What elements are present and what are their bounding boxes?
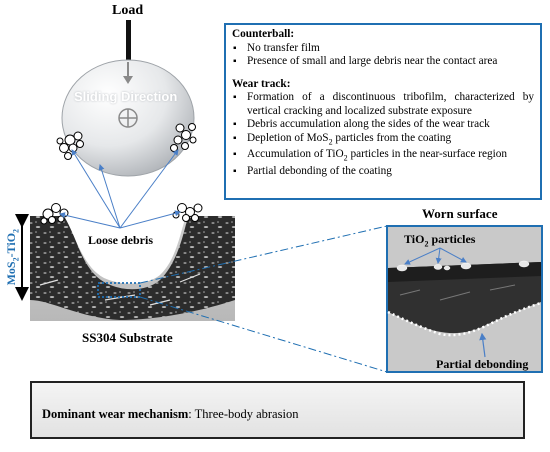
list-item: No transfer film	[232, 42, 534, 56]
wear-track-groove	[64, 216, 186, 284]
counterball-heading: Counterball:	[232, 28, 295, 40]
wear-track-heading: Wear track:	[232, 77, 291, 90]
zoom-line-bottom	[139, 296, 388, 373]
micrograph-streaks	[399, 284, 516, 301]
list-item: Formation of a discontinuous tribofilm, …	[232, 91, 534, 118]
debonding-arrow	[479, 332, 487, 358]
ball-debris-left	[56, 131, 84, 160]
debris-arrows	[59, 149, 181, 229]
ball-debris-right	[170, 123, 197, 152]
loose-debris-label: Loose debris	[88, 233, 154, 247]
plus-circle-icon	[118, 108, 138, 128]
list-item: Partial debonding of the coating	[232, 165, 534, 179]
wear-track-list: Formation of a discontinuous tribofilm, …	[232, 91, 534, 179]
list-item: Presence of small and large debris near …	[232, 55, 534, 69]
coating-layer	[30, 216, 235, 320]
tio2-particles-label: TiO2 particles	[404, 232, 476, 249]
list-item: Accumulation of TiO2 particles in the ne…	[232, 148, 534, 165]
coating-label: MoS2-TiO2	[4, 228, 21, 286]
worn-surface-title: Worn surface	[422, 206, 498, 221]
load-label: Load	[112, 3, 144, 18]
partial-debonding-label: Partial debonding	[436, 357, 529, 371]
track-debris-right	[172, 203, 203, 222]
mechanism-box: Dominant wear mechanism: Three-body abra…	[30, 381, 525, 439]
zoom-region-box	[97, 282, 141, 298]
mechanism-label: Dominant wear mechanism	[42, 407, 189, 421]
debonding-dotted-line	[387, 301, 542, 337]
sliding-direction-label: Sliding Direction	[74, 89, 178, 104]
mechanism-value: : Three-body abrasion	[188, 407, 299, 421]
list-item: Depletion of MoS2 particles from the coa…	[232, 132, 534, 149]
tio2-particles-marks	[396, 260, 530, 272]
zoom-line-top	[139, 225, 388, 284]
counterball-list: No transfer film Presence of small and l…	[232, 42, 534, 69]
track-debris-left	[40, 203, 69, 225]
load-rod	[126, 20, 131, 72]
list-item: Debris accumulation along the sides of t…	[232, 118, 534, 132]
tio2-arrows	[404, 247, 467, 265]
observations-box: Counterball: No transfer film Presence o…	[224, 23, 542, 200]
substrate-label: SS304 Substrate	[82, 330, 173, 345]
